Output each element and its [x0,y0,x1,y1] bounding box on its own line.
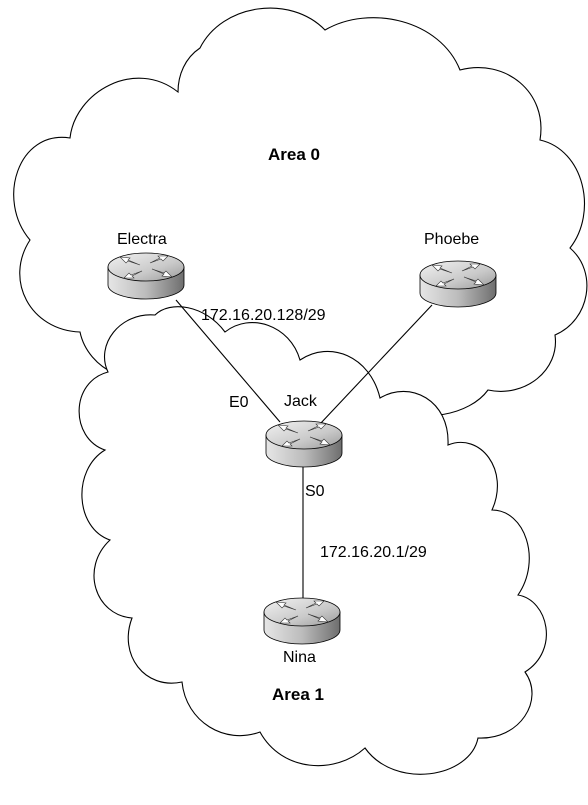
subnet-label-ethernet: 172.16.20.128/29 [201,307,326,324]
area-1-cloud [78,306,547,775]
link-phoebe-jack [319,304,433,425]
router-jack[interactable] [265,420,343,468]
router-label-electra: Electra [117,231,167,248]
router-label-jack: Jack [284,393,318,410]
interface-label-s0: S0 [305,483,325,500]
router-electra[interactable] [107,252,185,300]
router-nina[interactable] [263,597,341,645]
router-label-phoebe: Phoebe [424,231,479,248]
area-1-label: Area 1 [272,685,324,704]
subnet-label-serial: 172.16.20.1/29 [320,544,427,561]
router-phoebe[interactable] [419,260,497,308]
link-electra-jack [175,299,281,423]
area-0-label: Area 0 [268,145,320,164]
interface-label-e0: E0 [229,394,249,411]
router-label-nina: Nina [283,649,316,666]
